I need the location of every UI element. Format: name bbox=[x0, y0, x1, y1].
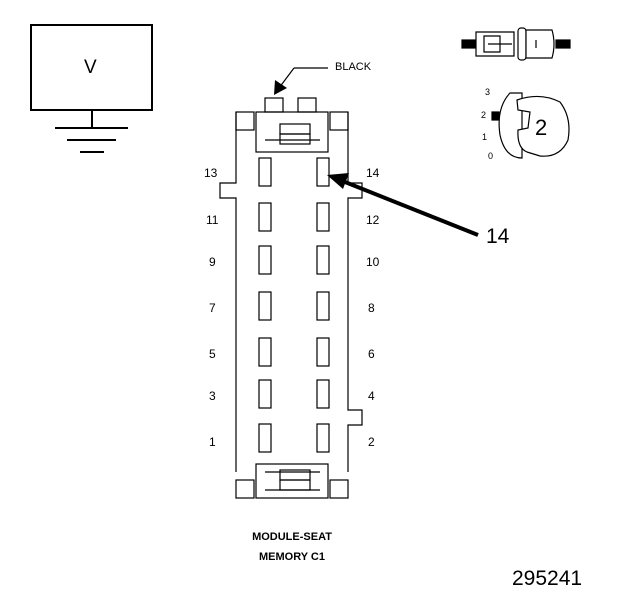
cavity-1 bbox=[258, 423, 272, 453]
selector-selected-value: 2 bbox=[535, 115, 548, 140]
cavity-2 bbox=[316, 423, 330, 453]
pin-label-8: 8 bbox=[368, 301, 375, 315]
cavity-14 bbox=[316, 157, 330, 187]
selector-position-0: 0 bbox=[488, 151, 494, 161]
cavity-4 bbox=[316, 379, 330, 409]
color-leader-arrow bbox=[274, 67, 328, 95]
cavity-7 bbox=[258, 291, 272, 321]
cavity-6 bbox=[316, 337, 330, 367]
cavity-13 bbox=[258, 157, 272, 187]
pin-label-3: 3 bbox=[209, 389, 216, 403]
pin-label-13: 13 bbox=[204, 166, 218, 180]
pin-label-6: 6 bbox=[368, 347, 375, 361]
cavity-10 bbox=[316, 245, 330, 275]
probe-selector-dial bbox=[491, 92, 570, 159]
selector-position-3: 3 bbox=[485, 87, 491, 97]
terminal-probe-icon bbox=[461, 27, 571, 61]
pin-label-4: 4 bbox=[368, 389, 375, 403]
pin-label-9: 9 bbox=[209, 255, 216, 269]
figure-number: 295241 bbox=[512, 567, 583, 590]
pin-label-1: 1 bbox=[209, 435, 216, 449]
pin-label-10: 10 bbox=[366, 255, 380, 269]
connector-body bbox=[219, 97, 363, 499]
voltmeter-label: V bbox=[84, 57, 97, 78]
cavity-11 bbox=[258, 202, 272, 232]
callout-pin-label: 14 bbox=[486, 225, 510, 248]
pin-label-2: 2 bbox=[368, 435, 375, 449]
cavity-8 bbox=[316, 291, 330, 321]
connector-name-line2: MEMORY C1 bbox=[258, 551, 325, 563]
cavity-9 bbox=[258, 245, 272, 275]
connector-cavities bbox=[258, 157, 330, 453]
pin-label-14: 14 bbox=[366, 166, 380, 180]
pin-callout-arrow bbox=[327, 173, 479, 237]
pin-label-12: 12 bbox=[366, 213, 380, 227]
cavity-3 bbox=[258, 379, 272, 409]
pin-label-5: 5 bbox=[209, 347, 216, 361]
pin-label-7: 7 bbox=[209, 301, 216, 315]
pin-label-11: 11 bbox=[206, 213, 219, 227]
connector-color-label: BLACK bbox=[335, 61, 372, 73]
cavity-5 bbox=[258, 337, 272, 367]
selector-position-2: 2 bbox=[481, 110, 487, 120]
connector-name-line1: MODULE-SEAT bbox=[252, 531, 332, 543]
selector-position-1: 1 bbox=[482, 132, 488, 142]
voltmeter bbox=[30, 24, 153, 153]
cavity-12 bbox=[316, 202, 330, 232]
